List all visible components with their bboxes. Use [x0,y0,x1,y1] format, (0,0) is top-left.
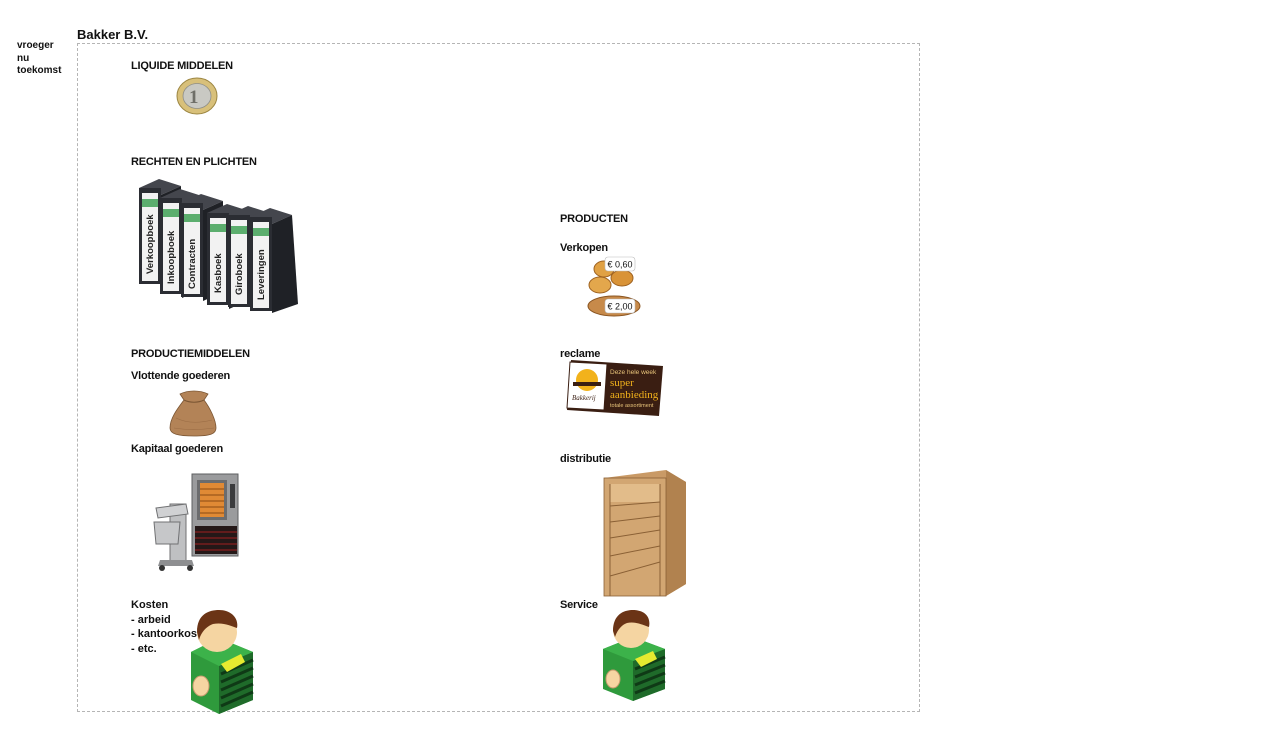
nav-vroeger[interactable]: vroeger [17,40,54,51]
verkopen-label: Verkopen [560,242,608,254]
bakery-equipment-icon [153,473,239,571]
price-label-2: € 2,00 [608,301,633,311]
reclame-label: reclame [560,348,601,360]
nav-toekomst[interactable]: toekomst [17,65,62,76]
binder-label-leveringen: Leveringen [256,249,267,300]
company-title: Bakker B.V. [77,27,149,42]
coin-text: 1 [189,87,199,108]
service-label: Service [560,599,598,611]
ad-logo-text: Bakkerij [572,394,596,402]
ad-line-2: super [610,377,634,389]
kosten-item-etc: - etc. [131,642,157,655]
oven [191,473,239,557]
advertisement-sign: Bakkerij Deze hele week super aanbieding… [566,360,663,416]
kapitaal-label: Kapitaal goederen [131,443,223,455]
kosten-item-arbeid: - arbeid [131,613,171,626]
rechten-title: RECHTEN EN PLICHTEN [131,156,257,168]
binder-label-contracten: Contracten [187,239,198,289]
bread-price-icon: € 0,60 € 2,00 [587,256,641,317]
liquide-title: LIQUIDE MIDDELEN [131,60,233,72]
ad-line-1: Deze hele week [610,369,657,376]
producten-title: PRODUCTEN [560,213,628,225]
worker-icon [191,610,254,714]
vlottend-label: Vlottende goederen [131,370,231,382]
bread-shelf-icon [603,470,686,597]
timeline-nav: vroeger nu toekomst [17,40,61,78]
kosten-block: Kosten - arbeid - kantoorkosten - etc. [131,598,214,656]
binder-label-kasboek: Kasboek [213,253,224,293]
kosten-title: Kosten [131,599,169,611]
nav-nu[interactable]: nu [17,52,30,64]
binder-label-verkoopboek: Verkoopboek [145,214,156,274]
binder: Leveringen [250,208,298,313]
productiemiddelen-title: PRODUCTIEMIDDELEN [131,348,250,360]
company-frame [77,43,920,712]
binder-label-inkoopboek: Inkoopboek [166,230,177,284]
price-label-1: € 0,60 [608,259,633,269]
ad-line-4: totale assortiment [610,403,654,409]
service-person-icon [603,610,666,701]
ad-line-3: aanbieding [610,389,659,401]
binders-illustration: Verkoopboek Inkoopboek Contracten Kasboe… [139,179,298,313]
flour-sack-icon [169,390,217,437]
euro-coin-icon: 1 [176,77,218,115]
kosten-item-kantoorkosten: - kantoorkosten [131,628,214,640]
distributie-label: distributie [560,453,611,465]
mixer [153,503,194,571]
binder-label-giroboek: Giroboek [234,253,245,295]
